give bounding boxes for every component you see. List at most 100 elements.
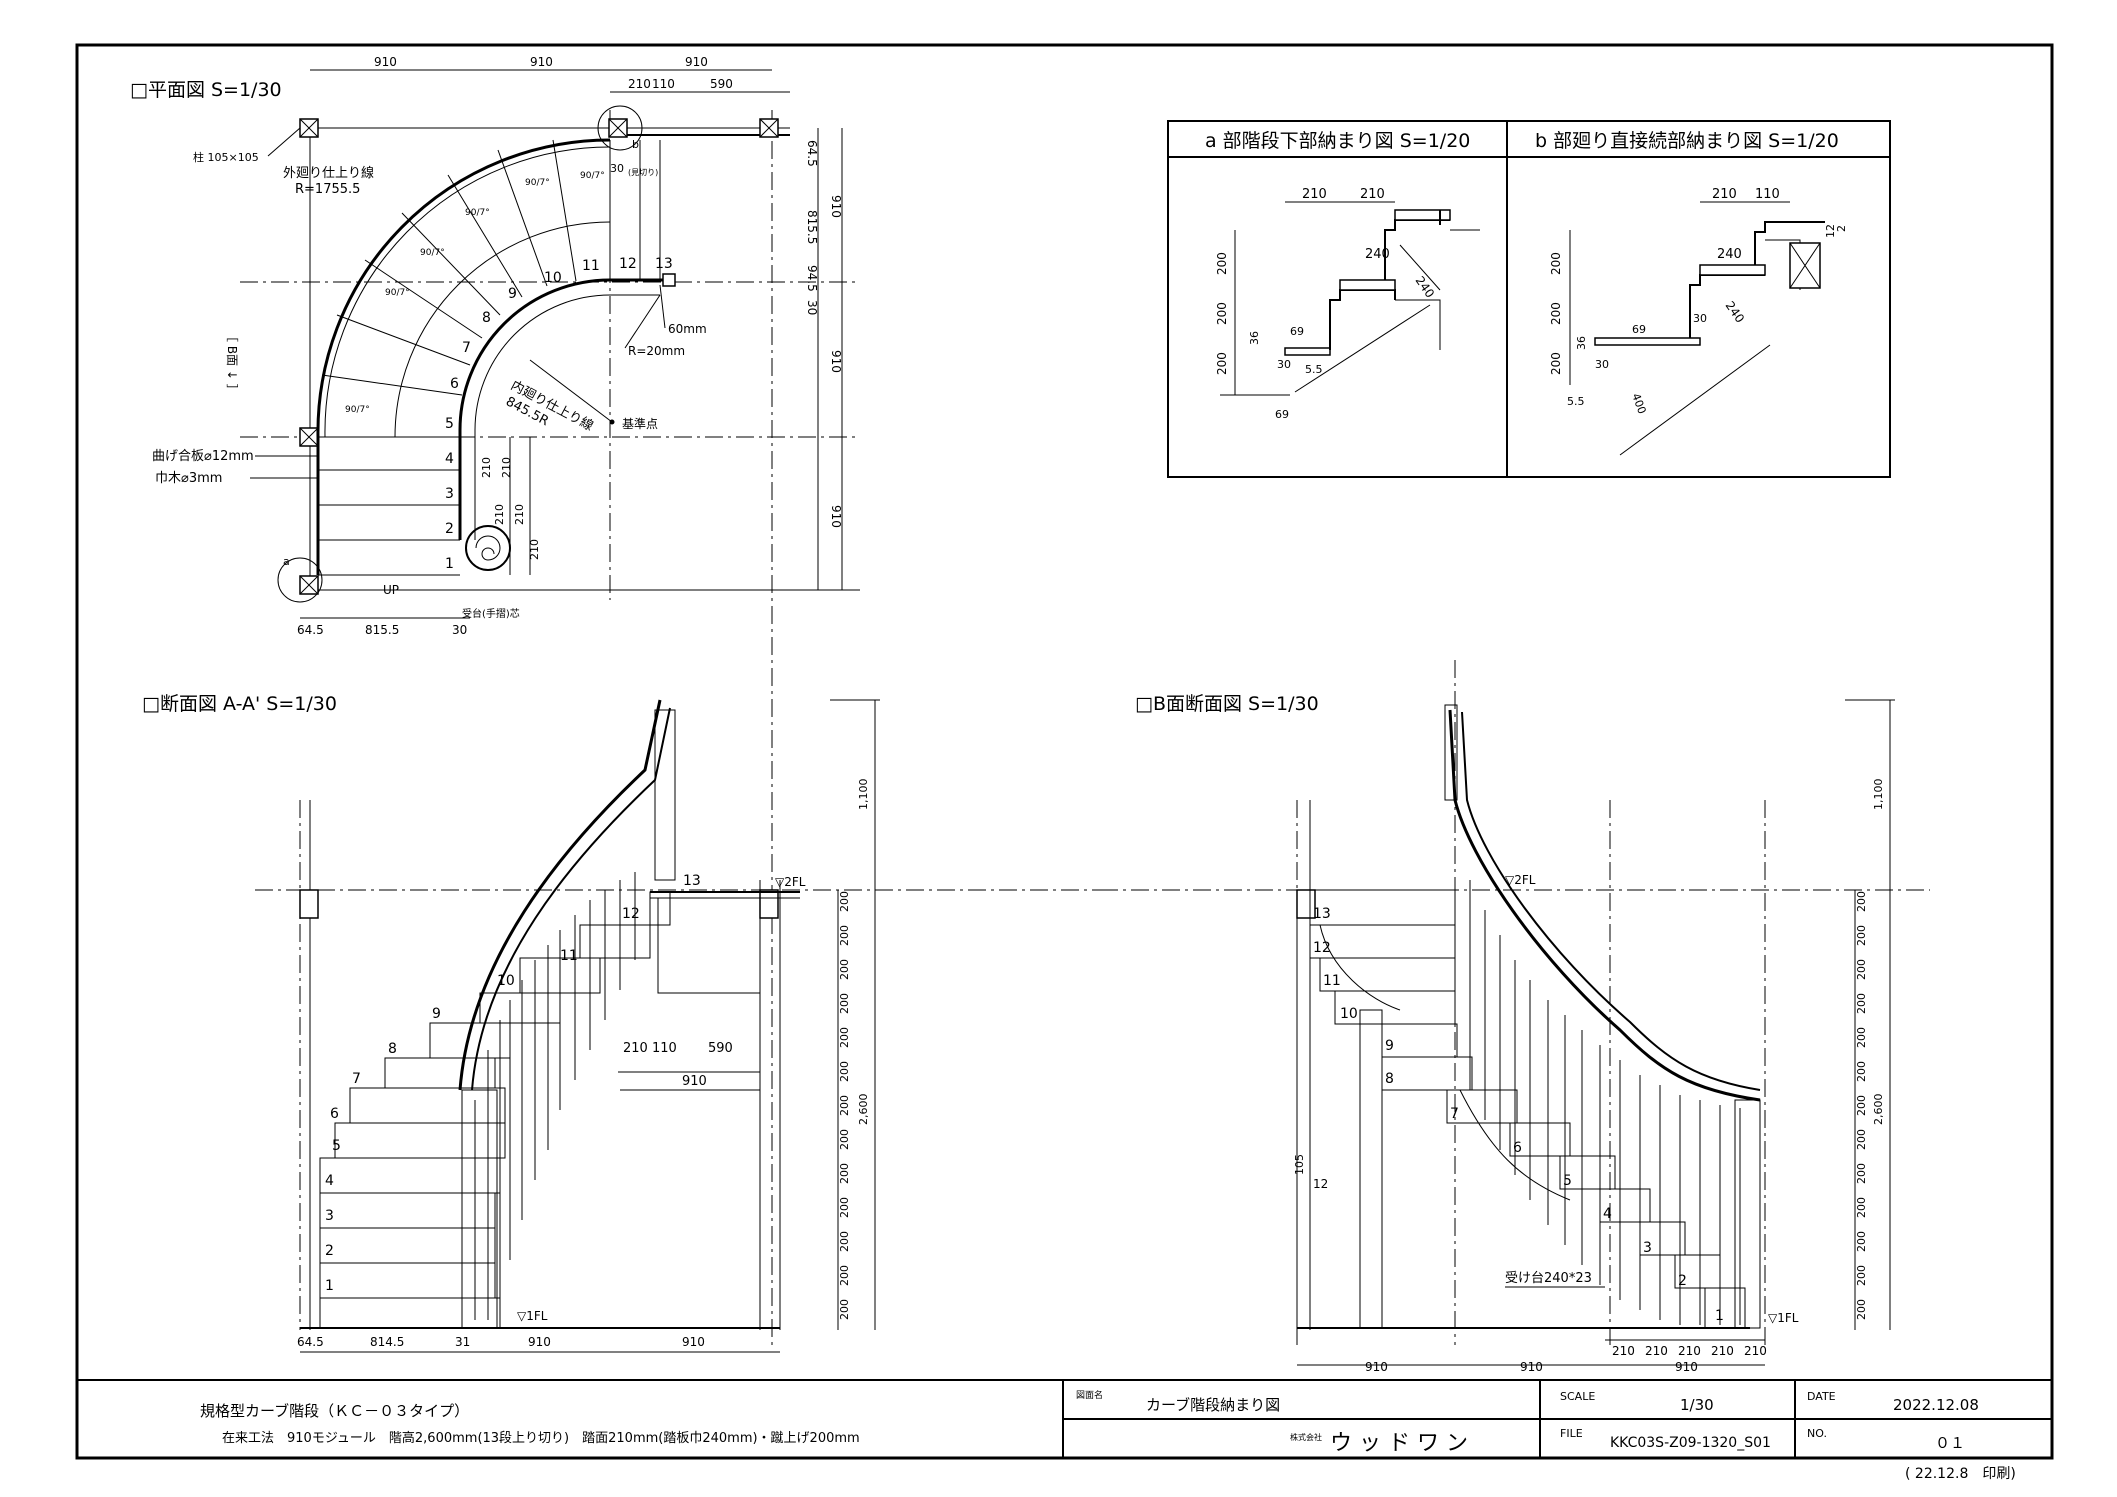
outer-stringer-curve	[316, 138, 611, 438]
plan-step-number: 8	[482, 310, 491, 326]
section-b-right-dim: 200	[1855, 1129, 1868, 1150]
detail-b-dim: 200	[1549, 252, 1563, 275]
plan-right-dim: 910	[829, 350, 843, 373]
section-a-right-dim: 200	[838, 925, 851, 946]
plan-tread-dim: 210	[513, 504, 526, 525]
detail-frame	[1167, 120, 1891, 478]
company-name: ウ ッ ド ワ ン	[1330, 1431, 1468, 1456]
printed-note: ( 22.12.8 印刷)	[1905, 1466, 2016, 1482]
section-a-right-dim: 200	[838, 1265, 851, 1286]
plan-note-outer-line: 外廻り仕上り線	[283, 165, 374, 181]
section-a-right-dim: 1,100	[857, 779, 870, 811]
section-b-bottom-dim: 210	[1612, 1344, 1635, 1358]
section-a-right-dim: 200	[838, 1163, 851, 1184]
section-b-newel	[1734, 1099, 1761, 1329]
detail-mark-b: b	[632, 138, 639, 151]
section-b-step-number: 7	[1450, 1106, 1459, 1122]
plan-step-number: 3	[445, 486, 454, 502]
section-b-right-dim: 200	[1855, 1197, 1868, 1218]
detail-b-dim: 240	[1723, 299, 1748, 326]
plan-60mm-note: 60mm	[668, 322, 707, 336]
section-a-title: □断面図 A-A' S=1/30	[142, 693, 337, 715]
section-b-step-number: 2	[1678, 1273, 1687, 1289]
detail-b: b 部廻り直接続部納まり図 S=1/20 240 240 210 110 200…	[1535, 130, 1848, 456]
section-a-step-number: 8	[388, 1041, 397, 1057]
sheet-border	[75, 43, 2054, 1460]
plan-angle-label: 90/7°	[385, 288, 410, 298]
section-b-step-number: 4	[1603, 1206, 1612, 1222]
detail-b-title: b 部廻り直接続部納まり図 S=1/20	[1535, 130, 1839, 152]
section-a-right-dim: 200	[838, 1027, 851, 1048]
section-a-inner-dim: 590	[708, 1041, 733, 1056]
section-a-2fl: ▽2FL	[775, 875, 806, 889]
section-a-tread	[319, 1297, 501, 1329]
plan-datum-note: 基準点	[622, 416, 658, 431]
drawing-name-label: 図面名	[1076, 1389, 1103, 1401]
plan-right-dim: 30	[805, 300, 819, 315]
section-a-right-dim: 200	[838, 1095, 851, 1116]
plan-note-bent-ply: 曲げ合板⌀12mm	[152, 449, 254, 464]
plan-angle-label: 90/7°	[580, 171, 605, 181]
section-a-step-number: 3	[325, 1208, 334, 1224]
section-a-inner-dim: 910	[682, 1074, 707, 1089]
scale-value: 1/30	[1680, 1396, 1714, 1414]
plan-step-number: 5	[445, 416, 454, 432]
section-b-bottom-dim: 210	[1744, 1344, 1767, 1358]
section-a-right-dim: 200	[838, 1061, 851, 1082]
plan-top-dim: 910	[530, 55, 553, 69]
section-a-inner-dim: 210	[623, 1041, 648, 1056]
section-b-right-dim: 200	[1855, 891, 1868, 912]
section-a-bottom-dim: 814.5	[370, 1335, 404, 1349]
plan-tread-dim: 210	[500, 457, 513, 478]
section-a-right-dim: 200	[838, 959, 851, 980]
section-b-2fl: ▽2FL	[1505, 873, 1536, 887]
detail-b-dim: 200	[1549, 352, 1563, 375]
plan-right-dim: 94.5	[805, 265, 819, 292]
detail-b-dim: 240	[1717, 247, 1742, 262]
file-name: KKC03S-Z09-1320_S01	[1610, 1435, 1771, 1451]
plan-tread-dim: 210	[528, 539, 541, 560]
plan-step-number: 12	[619, 256, 637, 272]
plan-tread-dim: 210	[493, 504, 506, 525]
company-label: 株式会社	[1290, 1432, 1322, 1442]
detail-circle-b	[597, 105, 643, 151]
detail-circle-a	[277, 557, 323, 603]
section-a-step-number: 10	[497, 973, 515, 989]
section-a-step-number: 12	[622, 906, 640, 922]
detail-a-dim: 200	[1215, 352, 1229, 375]
product-spec: 在来工法 910モジュール 階高2,600mm(13段上り切り) 踏面210mm…	[222, 1430, 860, 1446]
plan-top-dim2: 590	[710, 77, 733, 91]
section-b-step-number: 3	[1643, 1240, 1652, 1256]
plan-right-dim: 815.5	[805, 210, 819, 244]
detail-a-dim: 36	[1248, 331, 1261, 345]
plan-tread-dim: 210	[480, 457, 493, 478]
plan-step-number: 6	[450, 376, 459, 392]
section-b-step-number: 12	[1313, 940, 1331, 956]
section-b-dim: 105	[1293, 1154, 1306, 1175]
detail-a-dim: 210	[1302, 187, 1327, 202]
section-b-step-number: 1	[1715, 1308, 1724, 1324]
section-b-right-dim: 1,100	[1872, 779, 1885, 811]
plan-post-note: 受台(手摺)芯	[462, 607, 520, 620]
section-b: □B面断面図 S=1/30	[1100, 660, 1930, 1374]
scale-label: SCALE	[1560, 1390, 1595, 1403]
detail-a-dim: 210	[1360, 187, 1385, 202]
drawing-name: カーブ階段納まり図	[1146, 1396, 1280, 1414]
plan-bottom-dim: 64.5	[297, 623, 324, 637]
plan-step-number: 1	[445, 556, 454, 572]
section-b-right-dim: 200	[1855, 1095, 1868, 1116]
plan-right-dim: 64.5	[805, 140, 819, 167]
date-label: DATE	[1807, 1390, 1836, 1403]
detail-b-dim: 110	[1755, 187, 1780, 202]
detail-a-dim: 30	[1277, 358, 1291, 371]
detail-a-dim: 69	[1275, 408, 1289, 421]
detail-a-dim: 69	[1290, 325, 1304, 338]
detail-b-dim: 30	[1595, 358, 1609, 371]
section-b-right-dim: 2,600	[1872, 1094, 1885, 1126]
plan-note-column: 柱 105×105	[193, 150, 259, 164]
section-b-bottom-dim: 210	[1645, 1344, 1668, 1358]
detail-b-dim: 400	[1629, 392, 1648, 416]
section-a-step-number: 7	[352, 1071, 361, 1087]
plan-top-dim2: 110	[652, 77, 675, 91]
